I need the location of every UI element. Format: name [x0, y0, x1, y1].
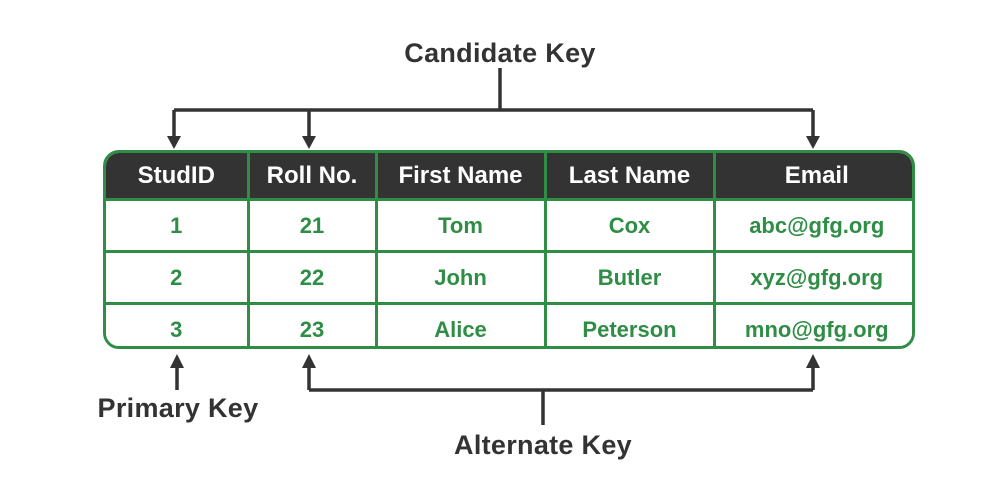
table-cell-studid: 2 — [106, 250, 250, 305]
table-row: 2 22 John Butler xyz@gfg.org — [106, 250, 912, 305]
column-header-lastname: Last Name — [543, 153, 716, 201]
candidate-key-label: Candidate Key — [404, 38, 596, 68]
table-cell-email: abc@gfg.org — [712, 198, 912, 253]
arrow-up-icon — [170, 354, 184, 368]
primary-key-label: Primary Key — [97, 393, 259, 423]
arrow-down-icon — [302, 136, 316, 149]
table-cell-rollno: 23 — [246, 302, 378, 346]
student-table-grid: StudID Roll No. First Name Last Name Ema… — [106, 153, 912, 346]
table-cell-lastname: Peterson — [543, 302, 716, 346]
table-cell-firstname: John — [374, 250, 547, 305]
table-cell-firstname: Alice — [374, 302, 547, 346]
table-cell-rollno: 22 — [246, 250, 378, 305]
arrow-down-icon — [167, 136, 181, 149]
alternate-key-connector — [307, 366, 815, 425]
student-table: StudID Roll No. First Name Last Name Ema… — [103, 150, 915, 349]
column-header-firstname: First Name — [374, 153, 547, 201]
column-header-rollno: Roll No. — [246, 153, 378, 201]
table-cell-studid: 1 — [106, 198, 250, 253]
table-cell-studid: 3 — [106, 302, 250, 346]
alternate-key-label: Alternate Key — [454, 430, 632, 460]
table-cell-email: mno@gfg.org — [712, 302, 912, 346]
table-row: 3 23 Alice Peterson mno@gfg.org — [106, 302, 912, 346]
alternate-key-arrowheads — [302, 354, 820, 368]
header-row: StudID Roll No. First Name Last Name Ema… — [106, 153, 912, 201]
arrow-down-icon — [806, 136, 820, 149]
table-cell-firstname: Tom — [374, 198, 547, 253]
table-cell-lastname: Butler — [543, 250, 716, 305]
candidate-key-arrowheads — [167, 136, 820, 149]
arrow-up-icon — [302, 354, 316, 368]
table-cell-email: xyz@gfg.org — [712, 250, 912, 305]
table-cell-lastname: Cox — [543, 198, 716, 253]
arrow-up-icon — [806, 354, 820, 368]
column-header-studid: StudID — [106, 153, 250, 201]
candidate-key-connector — [172, 68, 815, 138]
table-row: 1 21 Tom Cox abc@gfg.org — [106, 198, 912, 253]
column-header-email: Email — [712, 153, 912, 201]
table-cell-rollno: 21 — [246, 198, 378, 253]
